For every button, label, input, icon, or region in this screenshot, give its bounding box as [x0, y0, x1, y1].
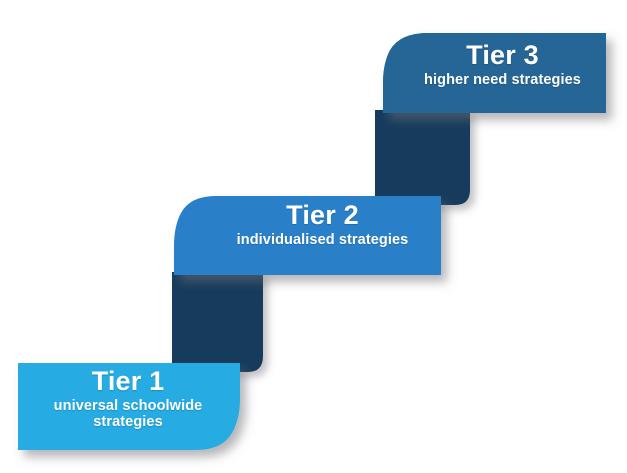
connector-tier1-tier2	[172, 272, 263, 372]
tier-3-band	[383, 33, 606, 113]
connector-tier2-tier3	[375, 110, 470, 205]
tier-2-band	[174, 196, 441, 275]
tier-1-band	[18, 363, 240, 450]
